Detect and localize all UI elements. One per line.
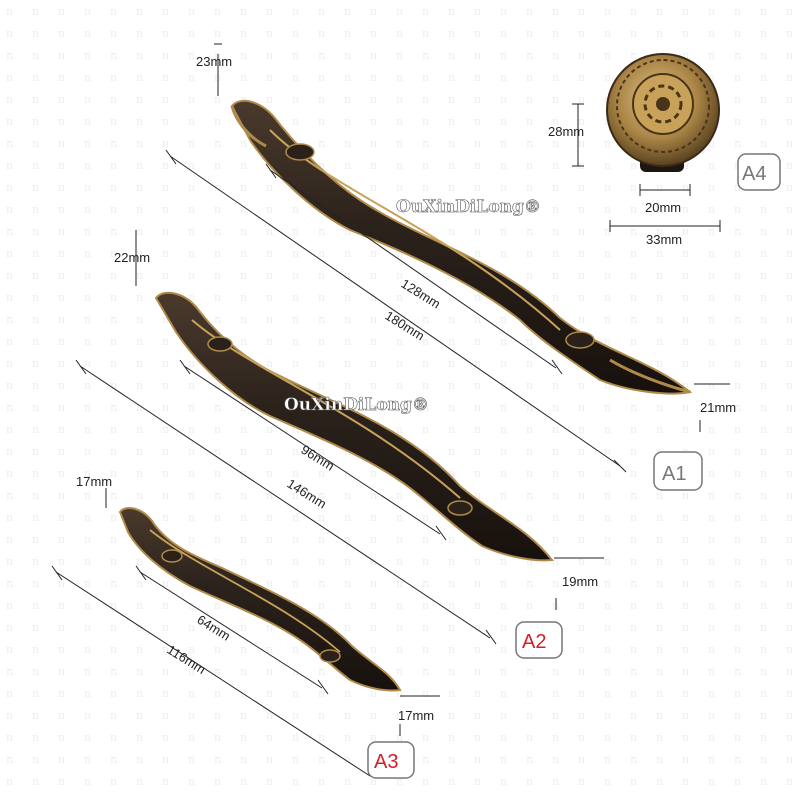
tag-a2: A2: [522, 631, 546, 653]
a4-height-label: 28mm: [548, 124, 584, 139]
a1-height-label: 23mm: [196, 54, 232, 69]
a4-base-label: 20mm: [645, 200, 681, 215]
watermarks: OuXinDiLong® OuXinDiLong®: [284, 197, 542, 416]
a2-width-label: 19mm: [562, 574, 598, 589]
a4-diameter-label: 33mm: [646, 232, 682, 247]
knob-a4: [606, 53, 720, 172]
a3-height-label: 17mm: [76, 474, 112, 489]
watermark-middle: OuXinDiLong®: [284, 395, 429, 415]
a3-width-label: 17mm: [398, 708, 434, 723]
handle-a1: [230, 99, 693, 395]
a2-height-label: 22mm: [114, 250, 150, 265]
model-tags: A4 A1 A2 A3: [367, 153, 781, 779]
tag-a3: A3: [374, 751, 398, 773]
tag-a1: A1: [662, 463, 686, 485]
handle-a3: [118, 507, 402, 692]
handle-a2: [154, 291, 554, 562]
tag-a4: A4: [742, 163, 766, 185]
dimension-lines: [51, 43, 730, 777]
watermark-top: OuXinDiLong®: [396, 197, 541, 217]
a1-width-label: 21mm: [700, 400, 736, 415]
